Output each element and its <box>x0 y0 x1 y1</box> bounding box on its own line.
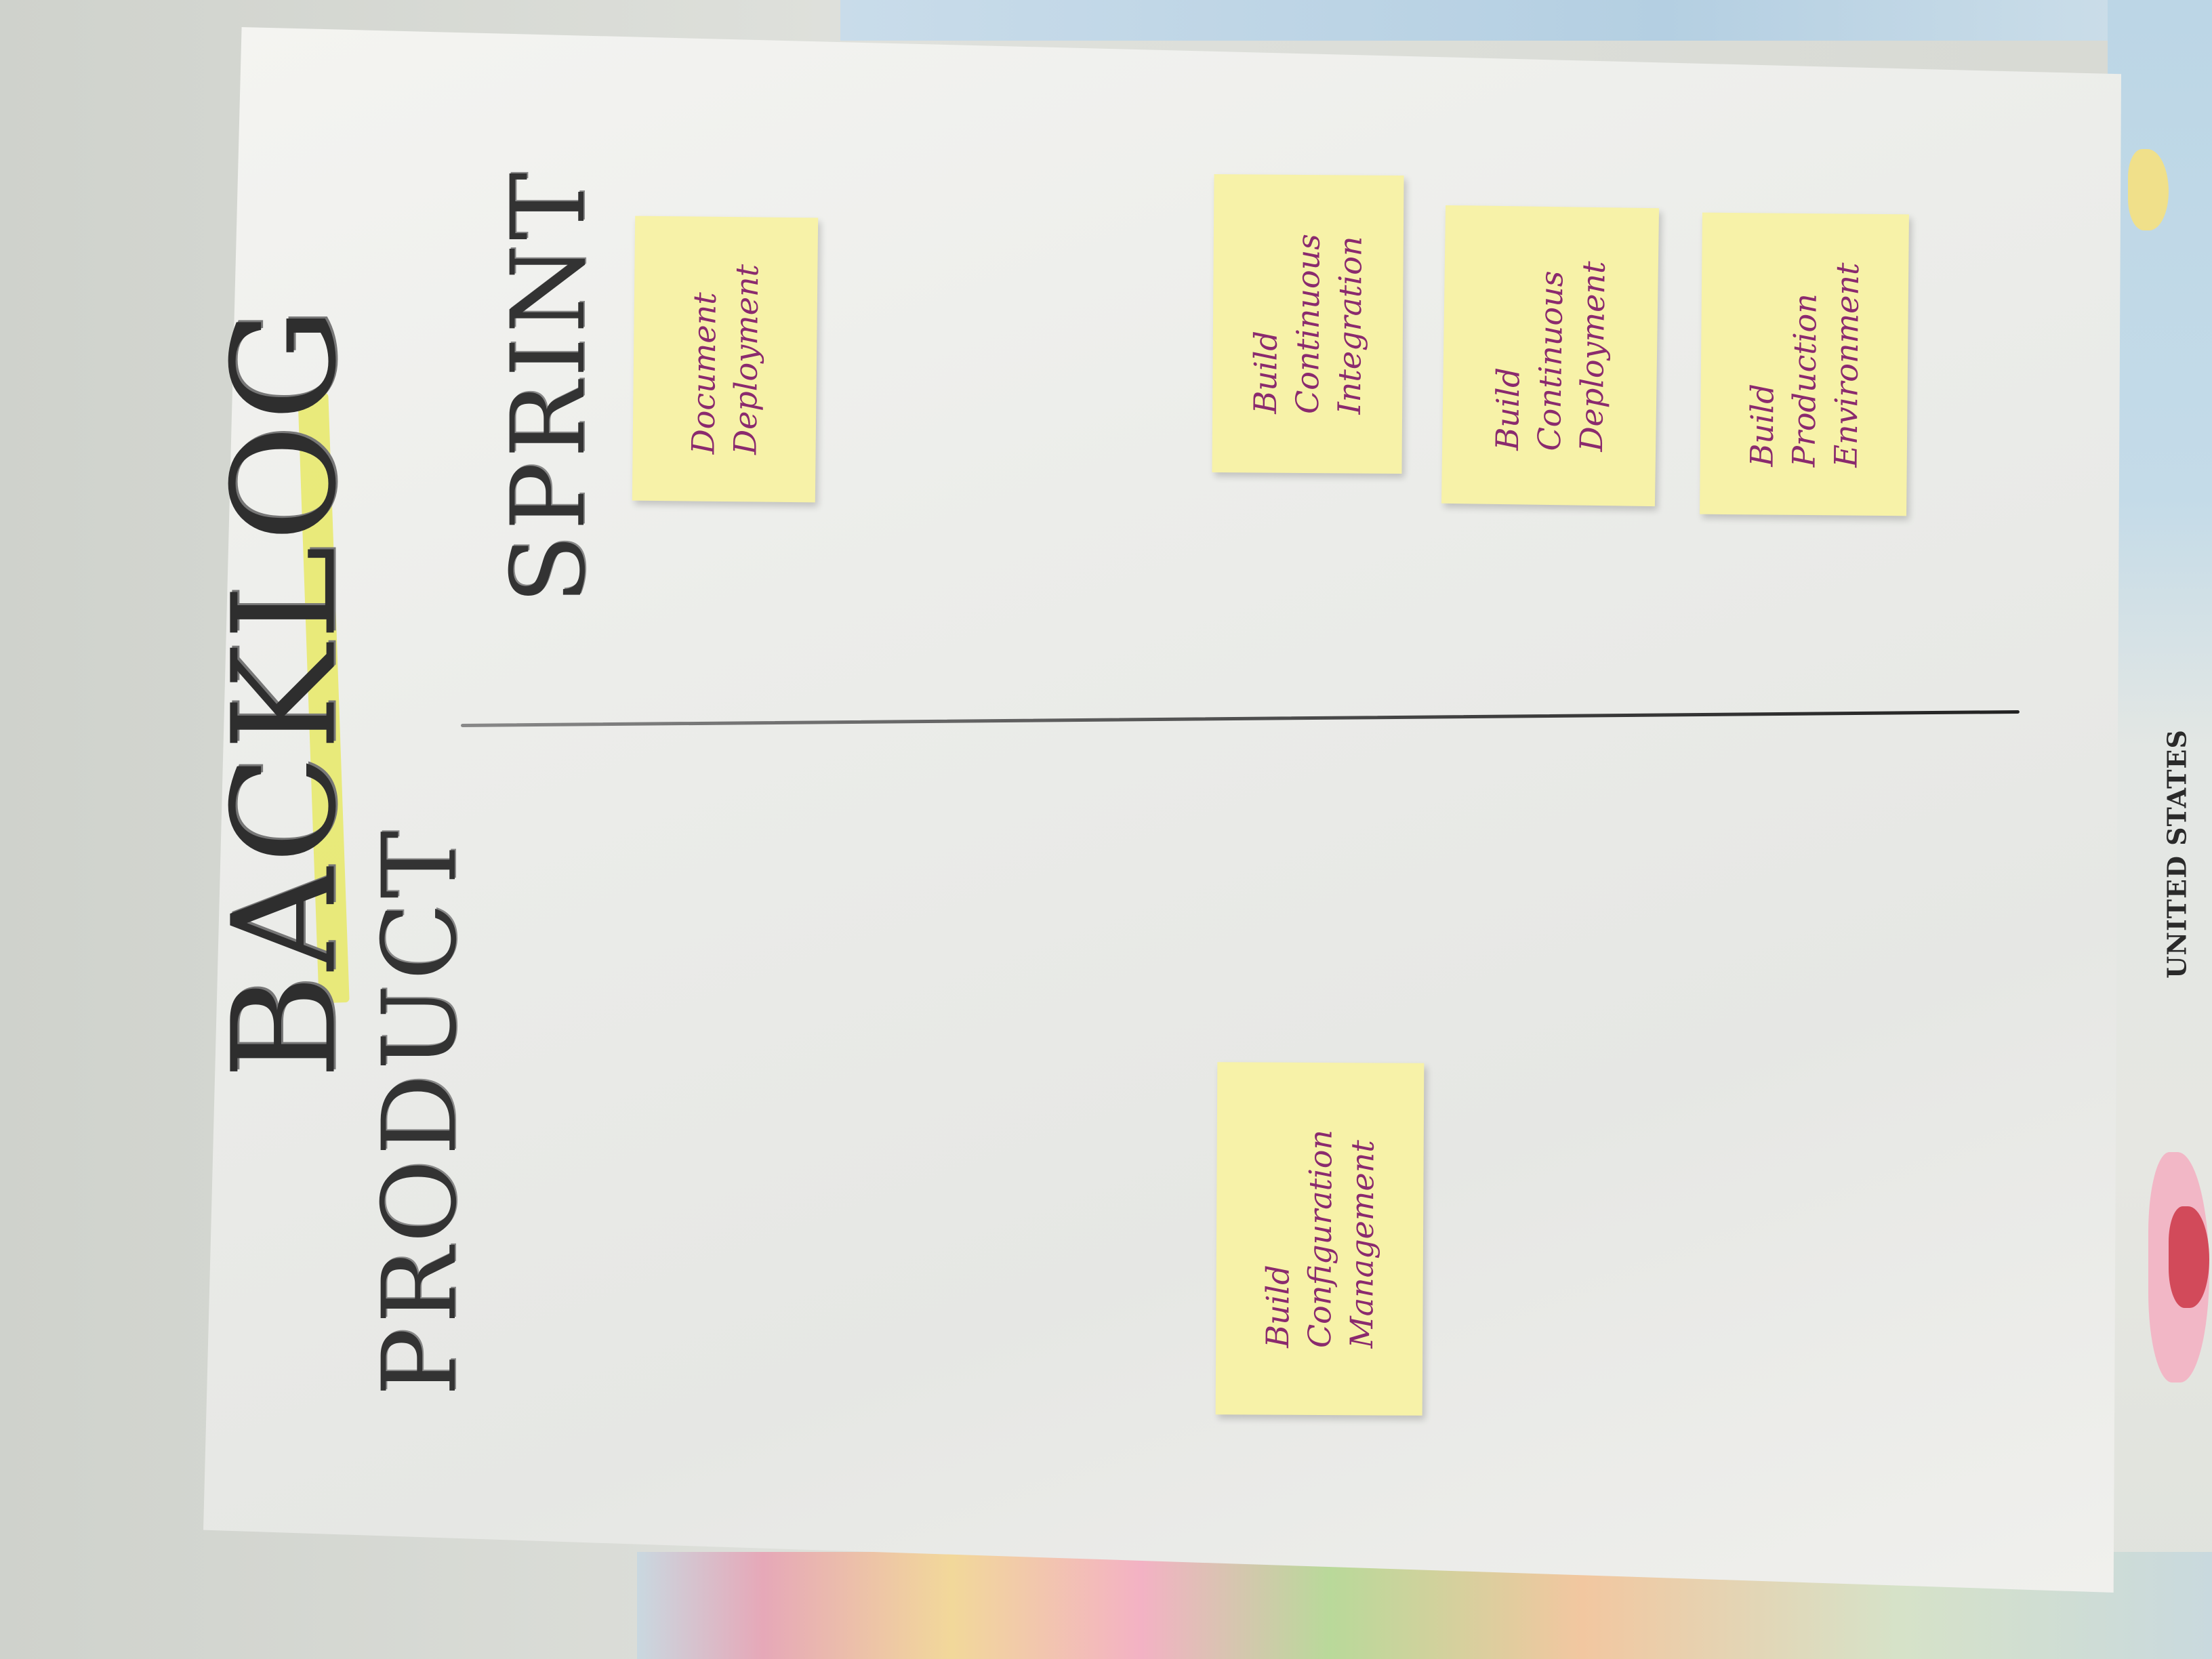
product-column-label: PRODUCT <box>361 826 479 1397</box>
map-country-label: UNITED STATES <box>2161 729 2192 979</box>
sticky-note-document-deployment[interactable]: Document Deployment <box>632 216 819 503</box>
sticky-note-text: Build Configuration Management <box>1258 1129 1381 1349</box>
sticky-note-build-production-environment[interactable]: Build Production Environment <box>1700 212 1909 516</box>
sticky-note-build-configuration-management[interactable]: Build Configuration Management <box>1215 1062 1425 1416</box>
wall-map-top <box>840 0 2212 41</box>
sticky-note-text: Build Continuous Integration <box>1246 233 1369 415</box>
sticky-note-text: Document Deployment <box>684 264 766 455</box>
sticky-note-build-cd[interactable]: Build Continuous Deployment <box>1441 205 1660 507</box>
wall-map-right <box>2108 0 2212 1659</box>
chart-title: BACKLOG <box>201 303 368 1080</box>
sticky-note-build-ci[interactable]: Build Continuous Integration <box>1212 174 1404 474</box>
sticky-note-text: Build Continuous Deployment <box>1488 261 1612 452</box>
sticky-note-text: Build Production Environment <box>1743 262 1866 468</box>
sprint-column-label: SPRINT <box>490 168 608 605</box>
